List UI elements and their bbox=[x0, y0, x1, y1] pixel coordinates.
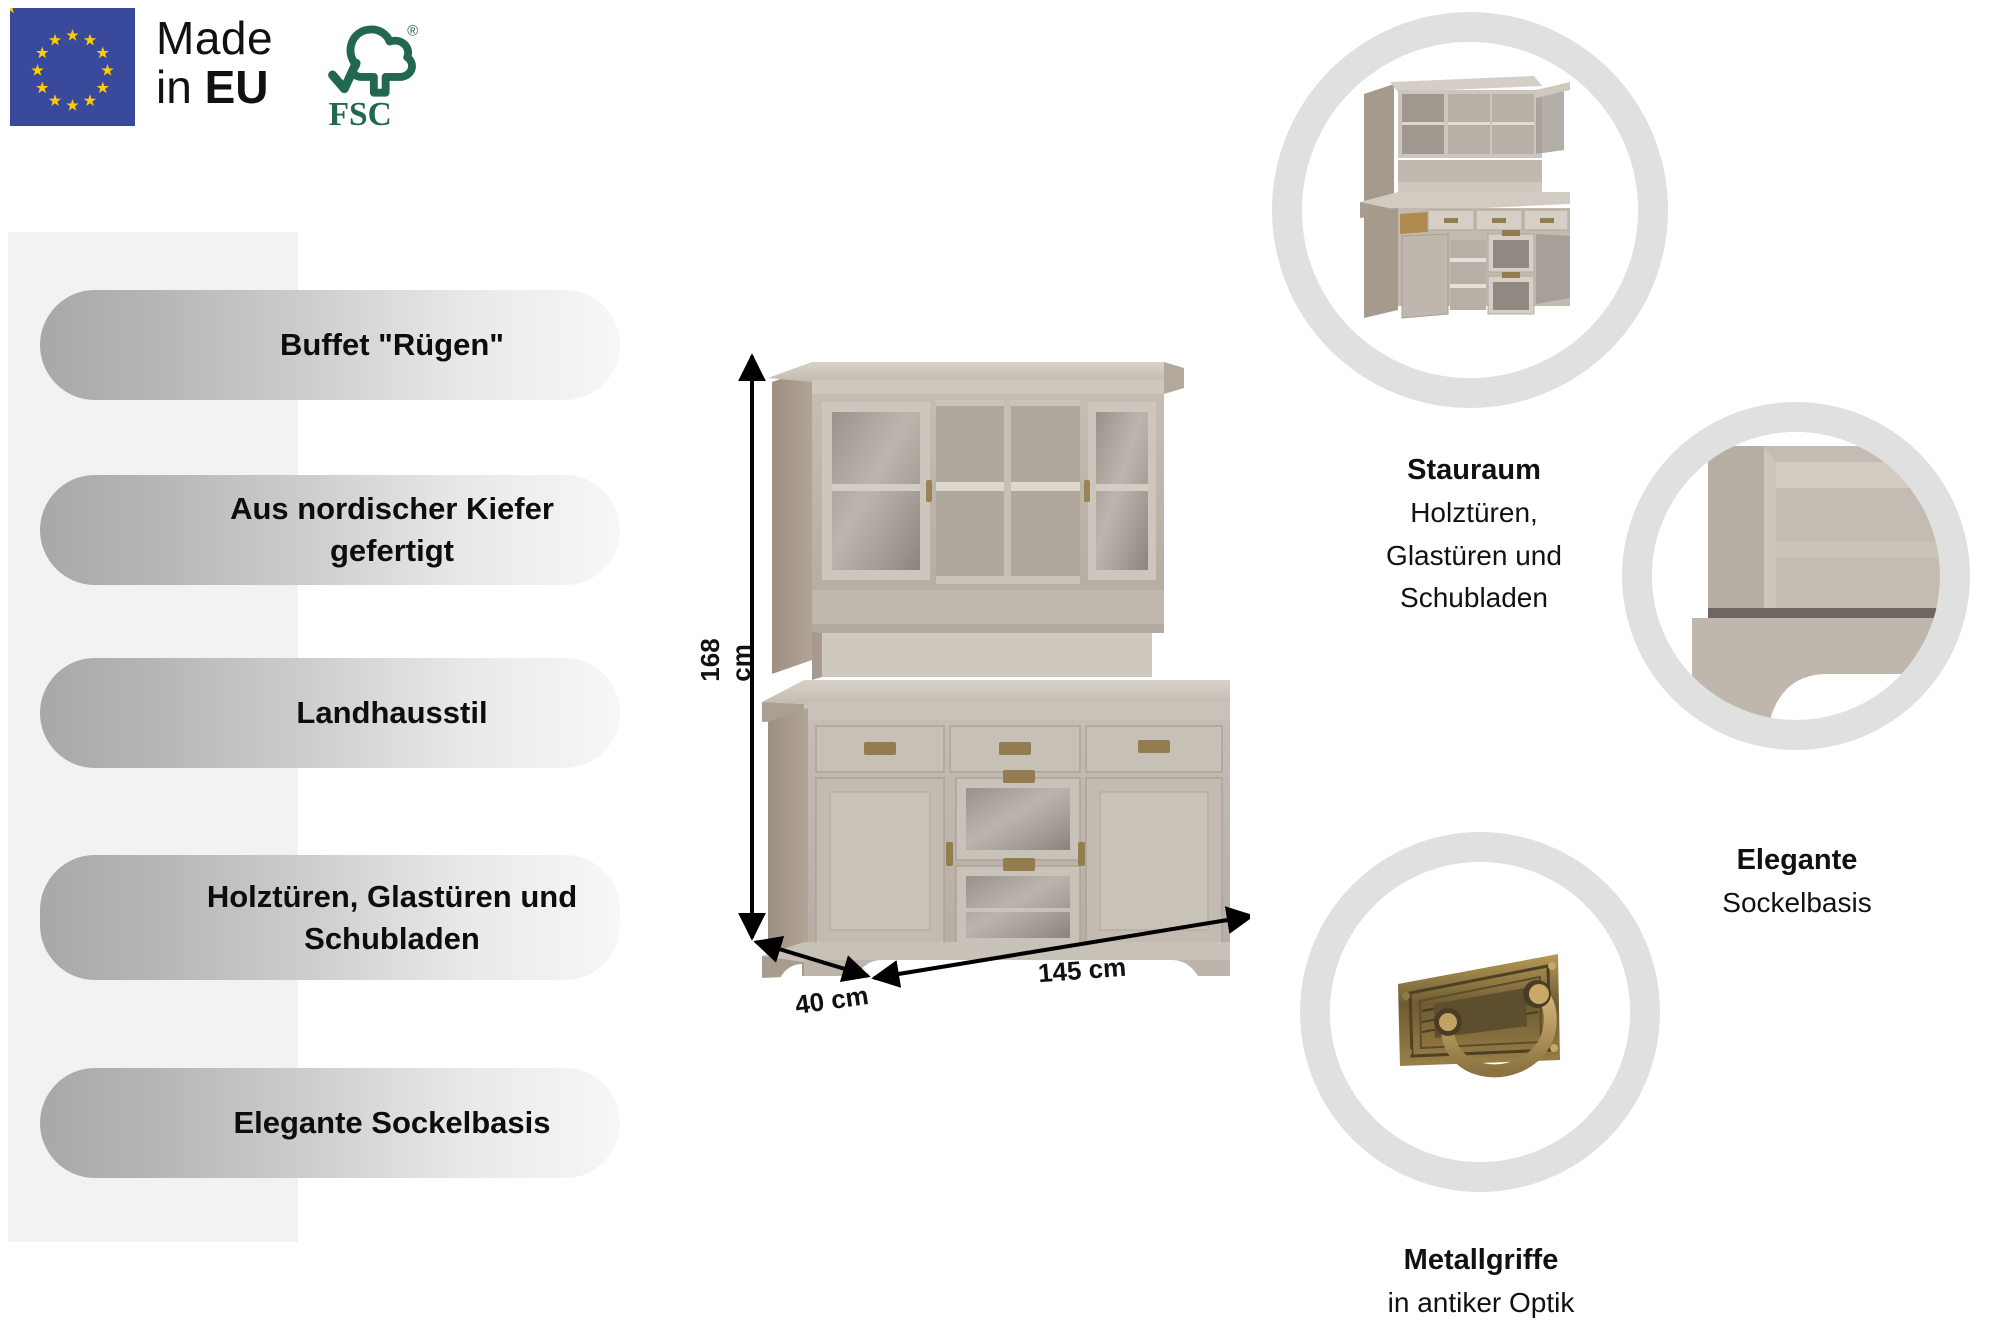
made-in-eu-line1: Made bbox=[156, 12, 274, 64]
callout-heading-metallgriffe: Metallgriffe bbox=[1403, 1244, 1559, 1276]
callout-caption-metallgriffe: Metallgriffe in antiker Optik bbox=[1316, 1238, 1646, 1325]
fsc-icon: FSC ® bbox=[305, 14, 423, 133]
height-dimension-label: 168 cm bbox=[695, 638, 756, 682]
feature-pill-5-label: Elegante Sockelbasis bbox=[233, 1105, 551, 1141]
callout-image-sockelbasis bbox=[1652, 432, 1940, 720]
callout-caption-sockelbasis: Elegante Sockelbasis bbox=[1652, 838, 1942, 925]
feature-pill-3[interactable]: Landhausstil bbox=[40, 658, 620, 768]
feature-pill-1[interactable]: Buffet "Rügen" bbox=[40, 290, 620, 400]
certification-badges: Made in EU FSC ® bbox=[10, 8, 430, 138]
callout-line-sockelbasis-1: Sockelbasis bbox=[1722, 887, 1872, 919]
feature-pill-5[interactable]: Elegante Sockelbasis bbox=[40, 1068, 620, 1178]
callout-heading-stauraum: Stauraum bbox=[1407, 454, 1541, 486]
feature-pill-4[interactable]: Holztüren, Glastüren und Schubladen bbox=[40, 855, 620, 980]
callout-heading-sockelbasis: Elegante bbox=[1736, 844, 1858, 876]
width-dimension-line bbox=[871, 906, 1255, 988]
feature-pill-1-label: Buffet "Rügen" bbox=[280, 327, 504, 363]
fsc-text: FSC bbox=[329, 96, 392, 132]
callout-line-stauraum-1: Holztüren, bbox=[1410, 497, 1538, 529]
made-in-eu-line2: in EU bbox=[156, 60, 269, 113]
callout-image-metallgriffe bbox=[1330, 862, 1630, 1162]
callout-image-stauraum bbox=[1302, 42, 1638, 378]
dimension-annotations bbox=[690, 320, 1255, 1060]
made-in-eu-label: Made in EU bbox=[156, 14, 273, 112]
callout-line-metallgriffe-1: in antiker Optik bbox=[1387, 1287, 1575, 1319]
feature-pill-2-label: Aus nordischer Kiefer gefertigt bbox=[230, 491, 554, 568]
fsc-registered-mark: ® bbox=[407, 24, 418, 40]
feature-pill-2[interactable]: Aus nordischer Kiefer gefertigt bbox=[40, 475, 620, 585]
depth-dimension-line bbox=[753, 935, 871, 983]
width-dimension-label: 145 cm bbox=[1036, 951, 1128, 989]
callout-line-stauraum-3: Schubladen bbox=[1400, 582, 1548, 614]
callout-caption-stauraum: Stauraum Holztüren, Glastüren und Schubl… bbox=[1298, 448, 1650, 620]
feature-pill-4-label: Holztüren, Glastüren und Schubladen bbox=[206, 878, 578, 956]
callout-line-stauraum-2: Glastüren und bbox=[1386, 539, 1562, 571]
feature-pill-3-label: Landhausstil bbox=[296, 695, 488, 731]
eu-flag-icon bbox=[10, 8, 135, 126]
